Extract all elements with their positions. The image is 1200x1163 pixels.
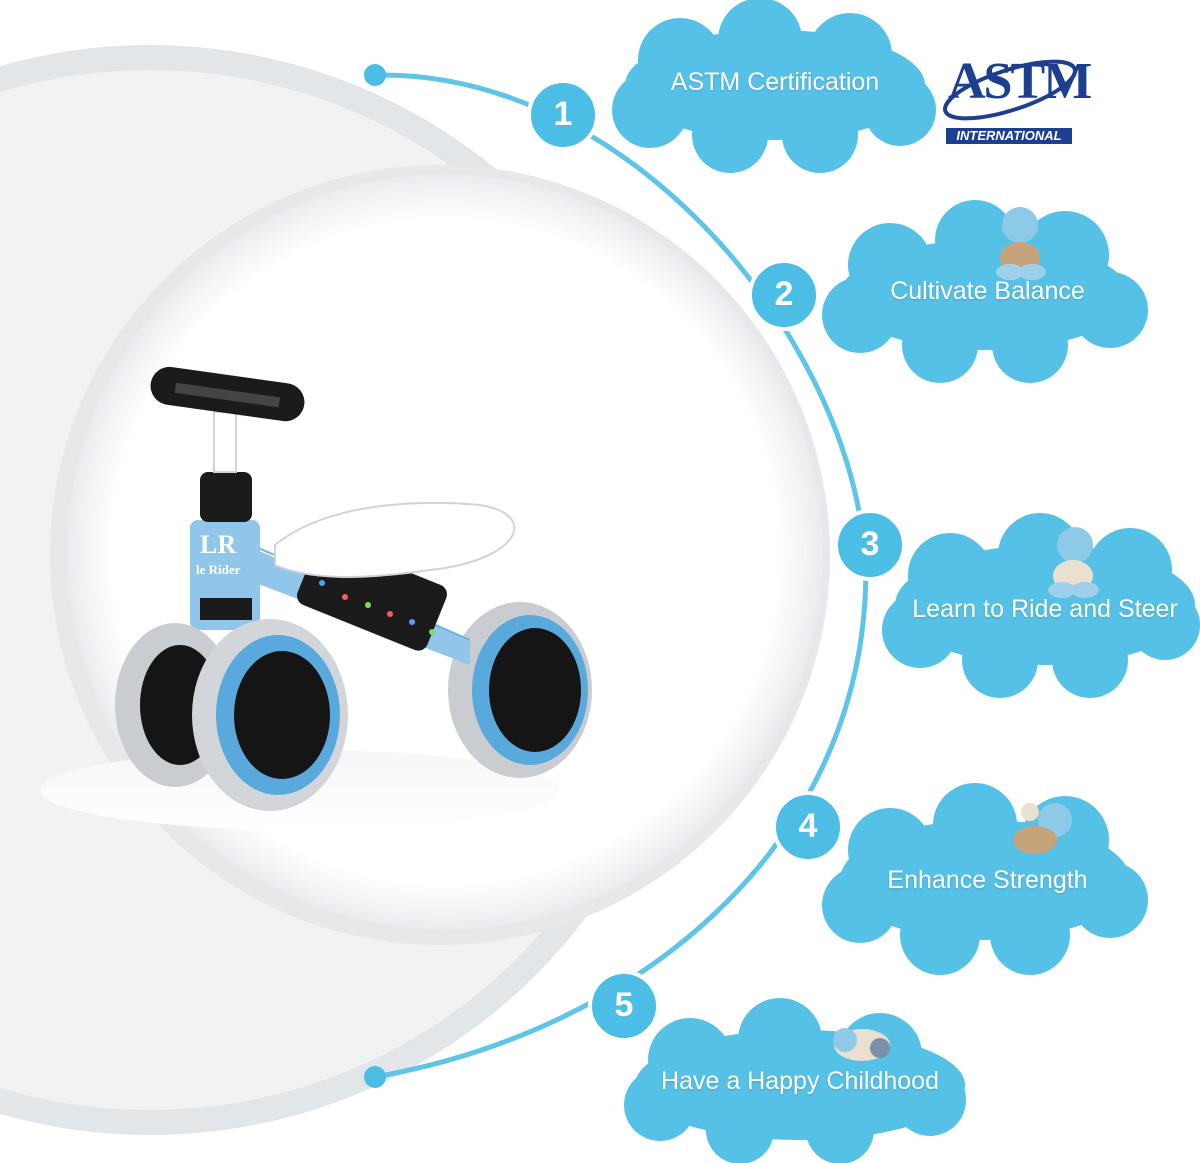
feature-label-learn-to-ride: Learn to Ride and Steer [912,595,1178,623]
astm-logo-text: ASTM [948,53,1092,110]
astm-logo-subtitle: INTERNATIONAL [956,128,1062,143]
astm-logo [943,59,1077,144]
feature-label-astm-certification: ASTM Certification [670,68,880,96]
cloud-4 [822,783,1148,975]
step-number-2: 2 [774,275,794,313]
bike-brand-mark: LR [200,530,237,559]
feature-label-enhance-strength: Enhance Strength [887,866,1088,894]
step-number-4: 4 [798,807,818,845]
baby-sleeping-icon [833,1028,890,1061]
baby-sitting-icon [996,207,1046,280]
timeline-end-dot [364,1066,386,1088]
feature-label-happy-childhood: Have a Happy Childhood [661,1067,939,1095]
cloud-1 [612,0,936,173]
cloud-3 [882,513,1200,698]
number-badges [527,79,906,1042]
feature-label-cultivate-balance: Cultivate Balance [890,277,1085,305]
step-number-5: 5 [614,986,634,1024]
balance-bike-image [115,366,592,811]
baby-crawling-icon [1013,803,1072,854]
step-number-3: 3 [860,525,880,563]
bike-brand-name: le Rider [196,562,241,577]
cloud-2 [822,200,1148,383]
timeline-start-dot [364,64,386,86]
step-number-1: 1 [553,95,573,133]
baby-sitting-icon [1048,527,1099,598]
